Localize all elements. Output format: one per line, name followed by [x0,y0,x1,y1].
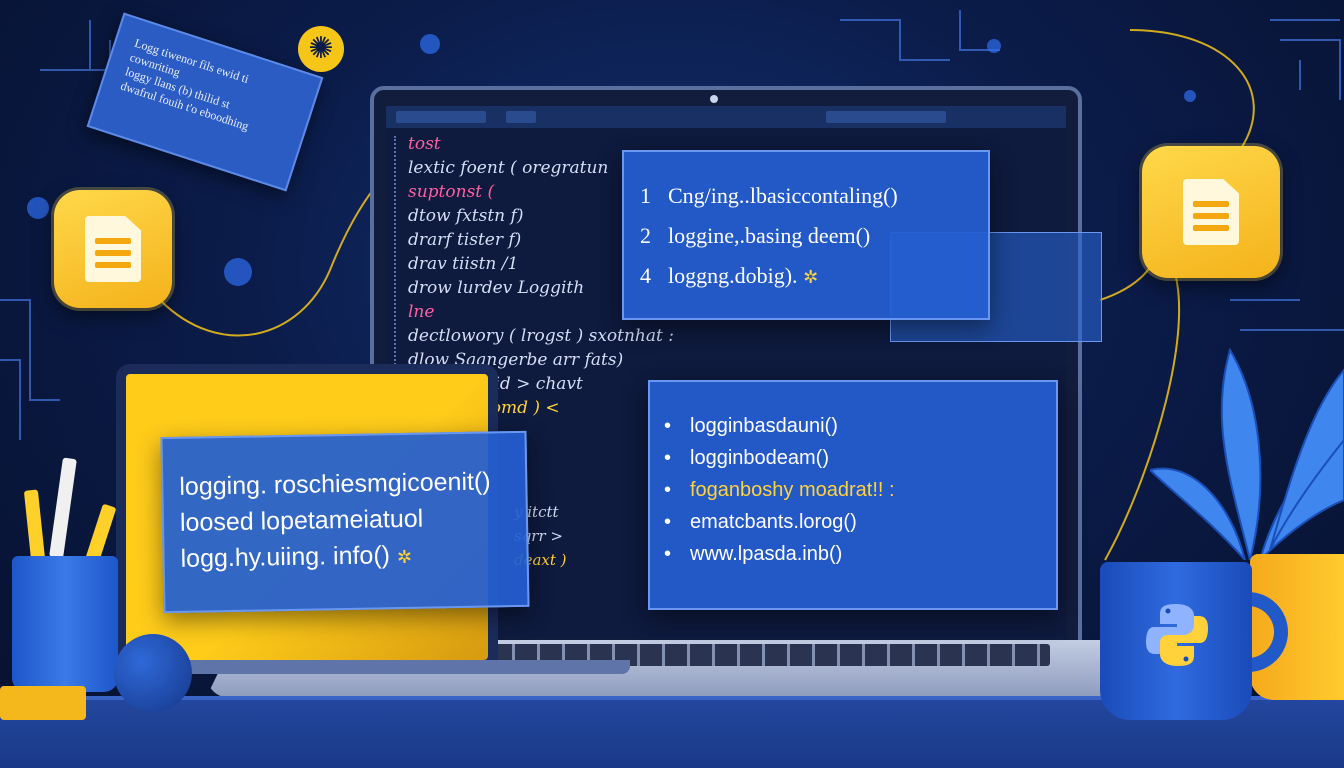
list-item: ematcbants.lorog() [664,506,1036,538]
list-item: foganboshy moadrat!! : [664,474,1036,506]
panel-row: logging. roschiesmgicoenit() [179,467,491,501]
editor-topbar [386,106,1066,128]
code-line: suptonst ( [408,182,495,202]
document-icon [1142,146,1280,278]
code-line: tost [408,134,441,154]
ball-decoration [114,634,192,712]
tablet-base [150,660,630,674]
logging-panel-right: logginbasdauni() logginbodeam() foganbos… [648,380,1058,610]
list-item: www.lpasda.inb() [664,538,1036,570]
code-line: drarf tister f) [408,230,522,250]
logging-panel-left: logging. roschiesmgicoenit() loosed lope… [160,430,530,614]
list-item: logginbodeam() [664,442,1036,474]
pencil-cup [12,556,118,692]
sparkle-icon: ✲ [396,546,413,568]
plant-decoration [1150,347,1344,560]
keyboard-keys [490,644,1050,666]
code-line: lne [408,302,435,322]
book [0,686,86,720]
sparkle-icon: ✺ [298,26,344,72]
panel-row: logg.hy.uiing. info() ✲ [180,541,413,573]
code-line: lextic foent ( oregratun [408,158,609,178]
webcam-icon [710,95,718,103]
document-icon [54,190,172,308]
sparkle-icon: ✲ [803,267,819,287]
code-line: drow lurdev Loggith [408,278,585,298]
list-item: logginbasdauni() [664,410,1036,442]
code-line: drav tiistn /1 [408,254,519,274]
panel-row: loosed lopetameiatuol [179,504,424,537]
code-line: dtow fxtstn f) [408,206,524,226]
code-line: dectlowory ( lrogst ) sxotnhat : [408,326,674,346]
python-logo-icon [1146,604,1208,666]
desk-edge [0,696,1344,702]
